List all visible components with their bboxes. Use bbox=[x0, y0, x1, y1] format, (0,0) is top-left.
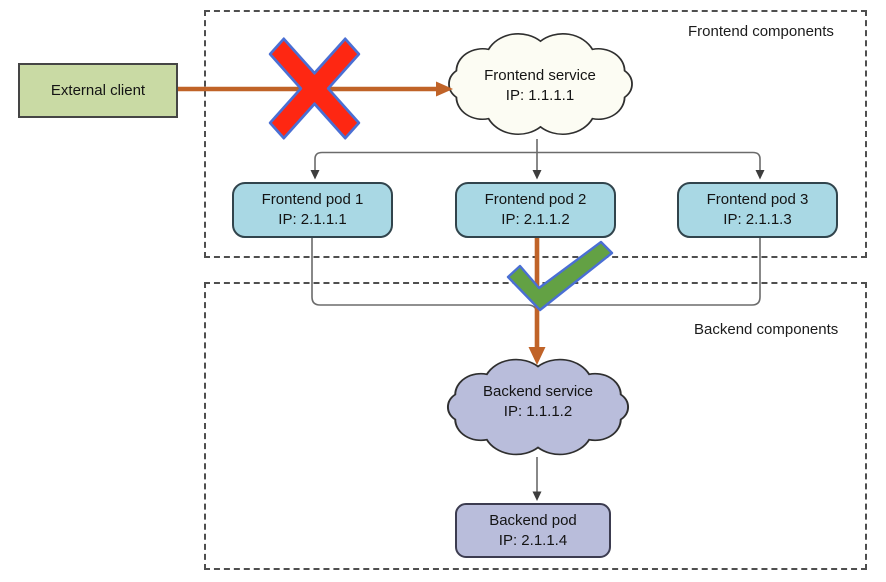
frontend-group-label: Frontend components bbox=[688, 23, 834, 40]
frontend-pod-3-node: Frontend pod 3 IP: 2.1.1.3 bbox=[677, 182, 838, 238]
frontend-service-label: Frontend service IP: 1.1.1.1 bbox=[450, 66, 630, 106]
backend-group-label: Backend components bbox=[694, 321, 839, 338]
backend-service-name: Backend service bbox=[482, 383, 594, 400]
frontend-service-name: Frontend service bbox=[484, 67, 596, 84]
backend-pod-ip: IP: 2.1.1.4 bbox=[498, 531, 568, 549]
backend-service-ip: IP: 1.1.1.2 bbox=[503, 403, 573, 420]
frontend-pod-1-node: Frontend pod 1 IP: 2.1.1.1 bbox=[232, 182, 393, 238]
frontend-pod-2-name: Frontend pod 2 bbox=[484, 191, 587, 208]
frontend-pod-1-ip: IP: 2.1.1.1 bbox=[278, 211, 347, 228]
frontend-pod-1-name: Frontend pod 1 bbox=[261, 191, 364, 208]
frontend-pod-2-ip: IP: 2.1.1.2 bbox=[501, 211, 570, 228]
backend-service-label: Backend service IP: 1.1.1.2 bbox=[448, 382, 628, 422]
external-client-node: External client bbox=[18, 63, 178, 118]
frontend-pod-3-ip: IP: 2.1.1.3 bbox=[723, 211, 792, 228]
backend-pod-node: Backend pod IP: 2.1.1.4 bbox=[455, 503, 611, 558]
frontend-pod-3-name: Frontend pod 3 bbox=[706, 191, 809, 208]
frontend-pod-2-node: Frontend pod 2 IP: 2.1.1.2 bbox=[455, 182, 616, 238]
backend-pod-name: Backend pod bbox=[489, 511, 577, 529]
frontend-service-ip: IP: 1.1.1.1 bbox=[505, 87, 575, 104]
external-client-label: External client bbox=[50, 81, 146, 99]
